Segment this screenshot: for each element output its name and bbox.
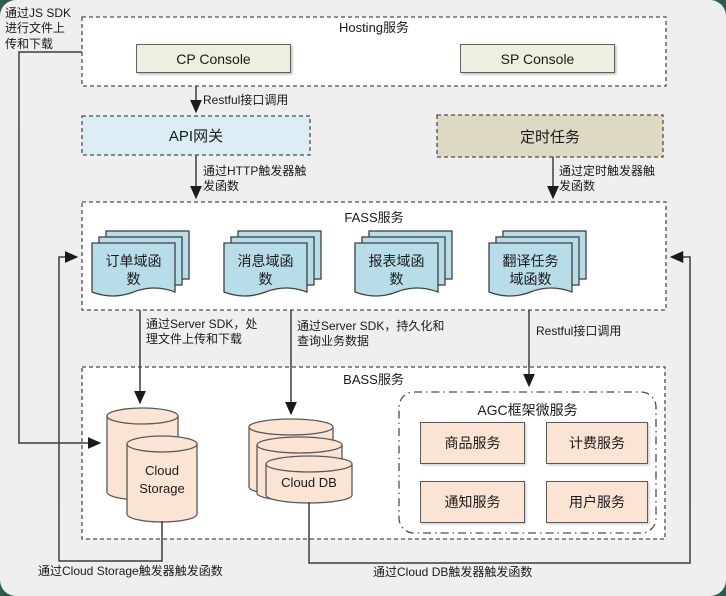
edge-db-trigger-to-fass	[308, 251, 691, 564]
user-service-box: 用户服务	[546, 481, 648, 523]
api-gateway-label: API网关	[168, 128, 224, 145]
agc-title: AGC框架微服务	[477, 402, 578, 418]
order-functions-label: 订单域函 数	[105, 252, 162, 287]
db-trigger-label: 通过Cloud DB触发器触发函数	[373, 565, 533, 579]
cloud-storage-cylinders	[106, 407, 198, 523]
cloud-db-cylinders	[248, 418, 353, 504]
cloud-db-label: Cloud DB	[281, 475, 337, 491]
fass-title: FASS服务	[344, 210, 404, 225]
billing-service-box: 计费服务	[546, 422, 648, 464]
notification-service-box: 通知服务	[420, 481, 525, 523]
timer-task-label: 定时任务	[519, 128, 580, 146]
cp-console-button[interactable]: CP Console	[136, 44, 291, 73]
product-service-box: 商品服务	[420, 422, 525, 464]
timer-task-box	[436, 114, 664, 158]
http-trigger-label: 通过HTTP触发器触 发函数	[203, 164, 307, 194]
sdk-file-label: 通过Server SDK，处 理文件上传和下载	[146, 317, 258, 347]
jssdk-upload-label: 通过JS SDK 进行文件上 传和下载	[5, 6, 72, 51]
sdk-persist-label: 通过Server SDK，持久化和 查询业务数据	[297, 319, 445, 349]
edge-storage-trigger-to-fass	[58, 251, 163, 562]
bass-title: BASS服务	[343, 372, 404, 387]
translation-functions-label: 翻译任务 域函数	[502, 252, 559, 287]
message-functions-label: 消息域函 数	[237, 252, 294, 287]
report-functions-label: 报表域函 数	[368, 252, 425, 287]
hosting-title: Hosting服务	[338, 20, 410, 35]
sp-console-button[interactable]: SP Console	[460, 44, 615, 73]
api-gateway-box	[81, 115, 311, 156]
storage-trigger-label: 通过Cloud Storage触发器触发函数	[38, 564, 223, 578]
timer-trigger-label: 通过定时触发器触 发函数	[559, 164, 656, 194]
restful-mid-label: Restful接口调用	[536, 324, 622, 338]
diagram-connectors	[18, 51, 691, 564]
cloud-storage-label: Cloud Storage	[139, 463, 185, 496]
function-document-stacks	[91, 230, 587, 297]
restful-top-label: Restful接口调用	[203, 93, 289, 107]
